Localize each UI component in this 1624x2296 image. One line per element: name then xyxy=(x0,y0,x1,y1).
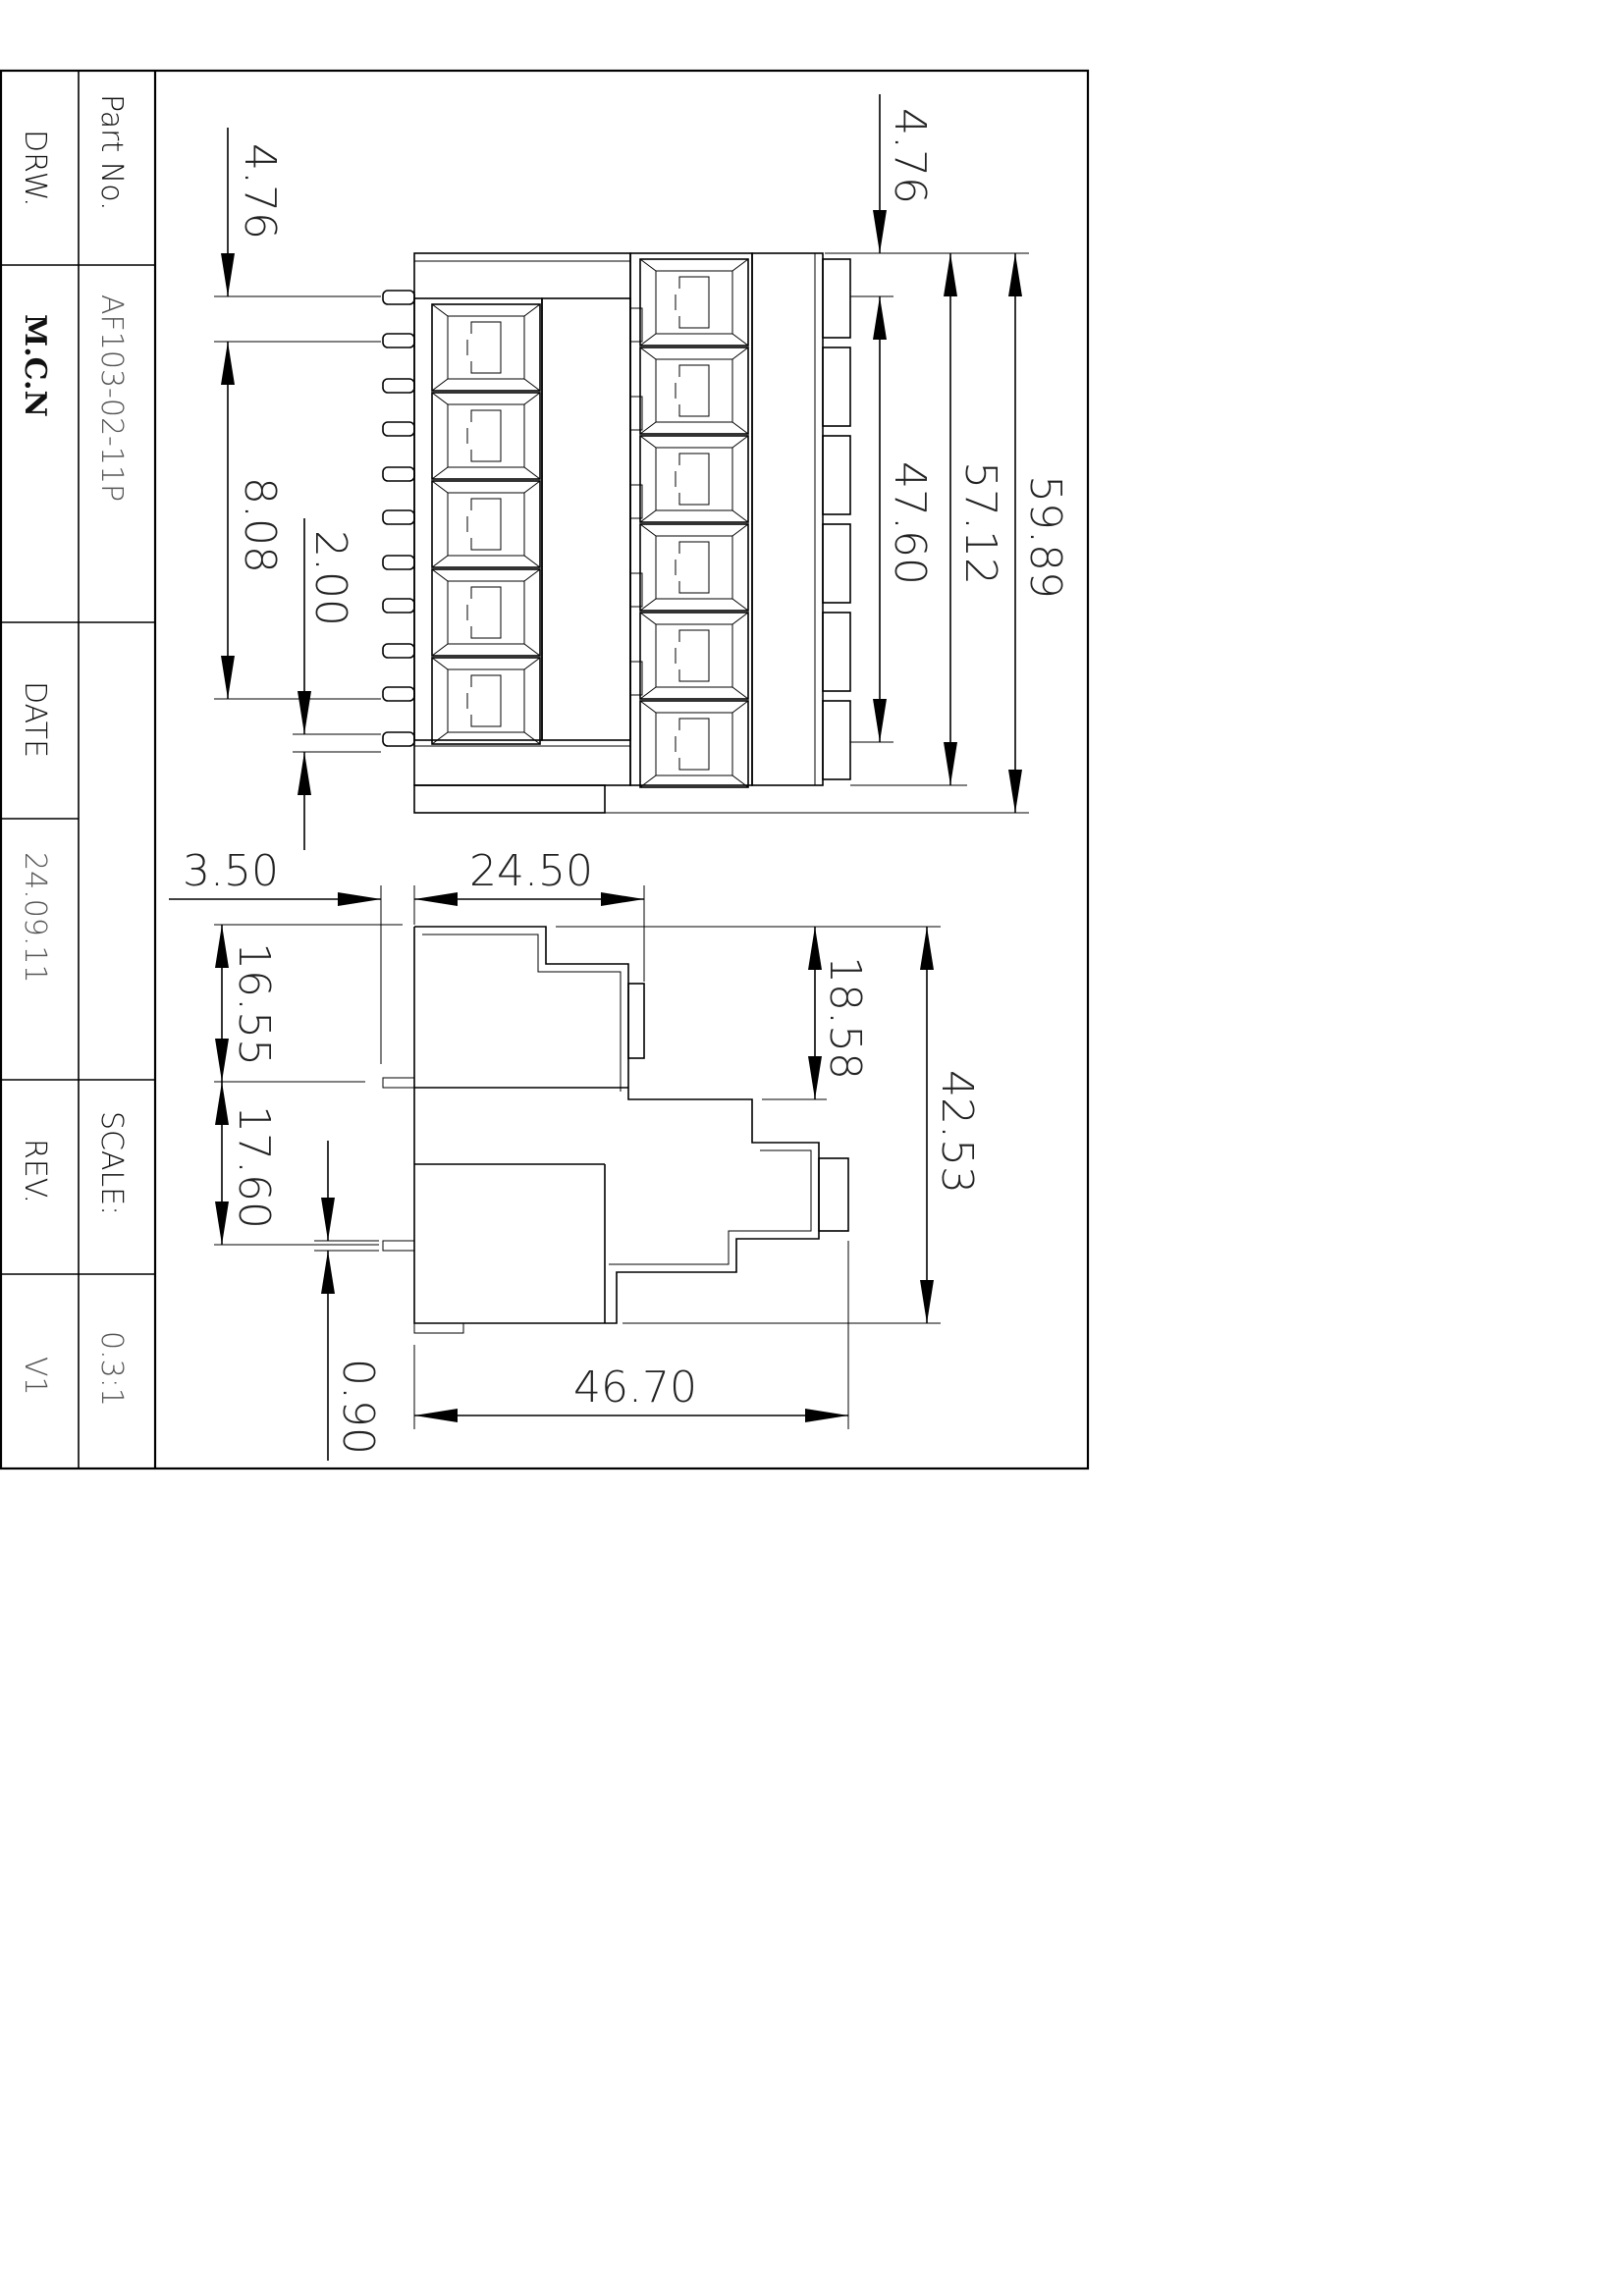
dim-depth-24-50: 24.50 xyxy=(469,846,593,896)
dim-pitch-top-right: 4.76 xyxy=(885,108,935,204)
dim-upper-16-55: 16.55 xyxy=(229,942,279,1066)
dim-height-42-53: 42.53 xyxy=(932,1070,982,1194)
top-view xyxy=(382,252,851,814)
technical-drawing: Part No. AF103-02-11P DRW. M.C.N DATE 24… xyxy=(0,69,1090,1470)
part-no-label: Part No. xyxy=(94,94,129,211)
scale-label: SCALE: xyxy=(94,1111,129,1215)
dim-span-8-08: 8.08 xyxy=(235,477,285,573)
drw-value: M.C.N xyxy=(18,314,52,417)
dim-inner-47-60: 47.60 xyxy=(885,461,935,585)
dim-pitch-top-left: 4.76 xyxy=(235,143,285,240)
dim-body-57-12: 57.12 xyxy=(955,461,1005,585)
top-view-dimensions: 4.76 8.08 2.00 4.76 47.60 57.12 59.89 xyxy=(214,94,1070,850)
scale-value: 0.3:1 xyxy=(94,1331,129,1407)
dim-length-46-70: 46.70 xyxy=(573,1362,697,1413)
dim-overall-59-89: 59.89 xyxy=(1020,475,1070,599)
date-label: DATE xyxy=(18,681,52,758)
dim-pin-2-00: 2.00 xyxy=(305,530,355,626)
side-view xyxy=(382,926,849,1334)
date-value: 24.09.11 xyxy=(18,852,52,984)
dim-pin-0-90: 0.90 xyxy=(333,1359,383,1455)
dim-lower-17-60: 17.60 xyxy=(229,1105,279,1229)
drw-label: DRW. xyxy=(18,130,52,207)
part-no-value: AF103-02-11P xyxy=(94,294,129,502)
dim-step-18-58: 18.58 xyxy=(820,956,870,1080)
side-view-dimensions: 3.50 24.50 16.55 17.60 18.58 42.53 0.90 … xyxy=(169,846,982,1461)
dim-offset-3-50: 3.50 xyxy=(183,846,279,896)
rev-value: V1 xyxy=(18,1357,52,1396)
rev-label: REV. xyxy=(18,1139,52,1203)
drawing-frame xyxy=(0,69,1090,1470)
